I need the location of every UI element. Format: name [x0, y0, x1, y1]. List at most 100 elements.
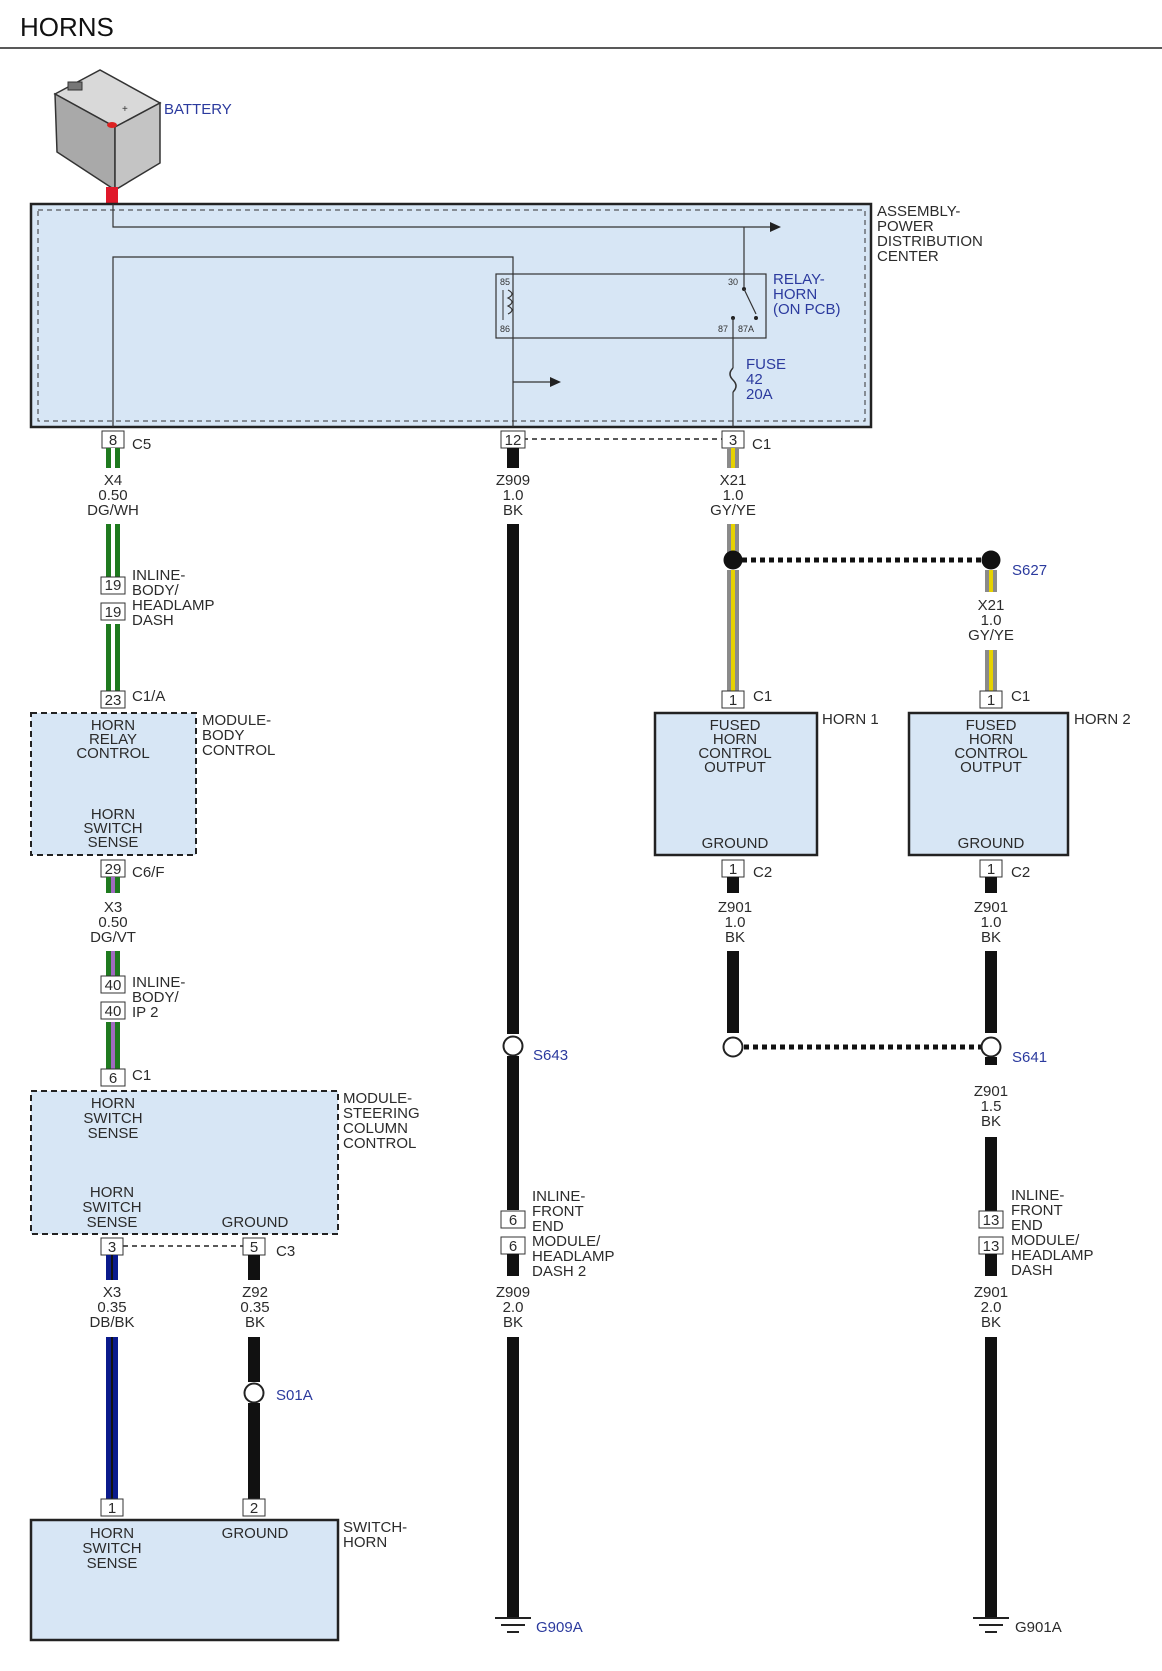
page-title: HORNS — [20, 12, 114, 42]
wire-z901-mid-label: Z901 1.5 BK — [974, 1083, 1008, 1130]
svg-text:0.35: 0.35 — [240, 1299, 269, 1316]
fuse-icon — [729, 367, 737, 393]
battery-label: BATTERY — [164, 101, 232, 118]
pin-inline-40a: 40 — [100, 975, 126, 994]
wire-z901-stub2 — [985, 1254, 997, 1276]
svg-text:DG/VT: DG/VT — [90, 929, 136, 946]
horn-2 — [907, 711, 1070, 857]
wire-z909-upper — [507, 448, 519, 468]
svg-text:2.0: 2.0 — [981, 1299, 1002, 1316]
svg-text:DB/BK: DB/BK — [89, 1314, 134, 1331]
svg-text:MODULE-: MODULE- — [343, 1090, 412, 1107]
horn-1 — [653, 711, 819, 857]
svg-text:END: END — [1011, 1217, 1043, 1234]
svg-text:CENTER: CENTER — [877, 248, 939, 265]
wire-x3-db-lower — [106, 1337, 118, 1499]
svg-text:BODY: BODY — [202, 727, 245, 744]
relay-pin-87: 87 — [718, 324, 728, 334]
svg-text:0.35: 0.35 — [97, 1299, 126, 1316]
wire-x3-upper — [106, 877, 120, 893]
wire-z901-h1-lower — [727, 951, 739, 1033]
svg-text:HEADLAMP: HEADLAMP — [1011, 1247, 1094, 1264]
pdc-box — [29, 202, 873, 429]
svg-text:12: 12 — [505, 432, 522, 449]
pin-inline-6b: 6 — [500, 1236, 526, 1255]
svg-text:HORN: HORN — [343, 1534, 387, 1551]
svg-text:SWITCH: SWITCH — [82, 1540, 141, 1557]
splice-s01a — [243, 1382, 265, 1404]
pin-sccm-3: 3 — [100, 1237, 124, 1256]
pin-inline-13a: 13 — [978, 1210, 1004, 1229]
sccm-horn-switch-sense-top: HORN SWITCH SENSE — [83, 1095, 142, 1142]
horn2-ground: GROUND — [958, 835, 1025, 852]
horn1-ground: GROUND — [702, 835, 769, 852]
svg-text:BK: BK — [503, 1314, 523, 1331]
wire-x4-label: X4 0.50 DG/WH — [87, 472, 139, 519]
connector-c6f: C6/F — [132, 864, 165, 881]
connector-horn2-c1: C1 — [1011, 688, 1030, 705]
splice-s643-label: S643 — [533, 1047, 568, 1064]
wire-z901-h2-lower — [985, 951, 997, 1033]
pin-c1-3: 3 — [721, 430, 745, 449]
inline-body-ip2-label: INLINE- BODY/ IP 2 — [132, 974, 185, 1021]
wire-z909-top-label: Z909 1.0 BK — [496, 472, 530, 519]
pin-switch-1: 1 — [100, 1498, 124, 1517]
wire-z901-h1-label: Z901 1.0 BK — [718, 899, 752, 946]
svg-text:Z901: Z901 — [718, 899, 752, 916]
svg-text:STEERING: STEERING — [343, 1105, 420, 1122]
wire-z909-lower — [507, 1056, 519, 1210]
wire-x21-b-lower — [985, 650, 997, 691]
wire-z901-bottom — [985, 1337, 997, 1618]
svg-text:POWER: POWER — [877, 218, 934, 235]
svg-text:20A: 20A — [746, 386, 773, 403]
svg-text:FRONT: FRONT — [532, 1203, 584, 1220]
svg-text:X3: X3 — [104, 899, 122, 916]
splice-s01a-label: S01A — [276, 1387, 313, 1404]
pin-c5-8: 8 — [101, 430, 125, 449]
svg-text:SWITCH-: SWITCH- — [343, 1519, 407, 1536]
svg-text:Z909: Z909 — [496, 472, 530, 489]
svg-text:29: 29 — [105, 861, 122, 878]
svg-text:Z901: Z901 — [974, 899, 1008, 916]
svg-text:2.0: 2.0 — [503, 1299, 524, 1316]
svg-text:1: 1 — [729, 692, 737, 709]
pin-inline-13b: 13 — [978, 1236, 1004, 1255]
switch-ground: GROUND — [222, 1525, 289, 1542]
svg-text:40: 40 — [105, 977, 122, 994]
svg-text:Z901: Z901 — [974, 1083, 1008, 1100]
inline-body-headlamp-label: INLINE- BODY/ HEADLAMP DASH — [132, 567, 215, 629]
svg-text:FUSE: FUSE — [746, 356, 786, 373]
bcm-horn-switch-sense: HORN SWITCH SENSE — [83, 806, 142, 851]
connector-horn1-c2: C2 — [753, 864, 772, 881]
svg-text:X21: X21 — [978, 597, 1005, 614]
svg-text:FRONT: FRONT — [1011, 1202, 1063, 1219]
splice-s627-label: S627 — [1012, 562, 1047, 579]
wire-x21-horn1 — [727, 570, 739, 691]
svg-text:BK: BK — [503, 502, 523, 519]
sccm-horn-switch-sense-bottom: HORN SWITCH SENSE — [82, 1184, 141, 1231]
sccm-ground: GROUND — [222, 1214, 289, 1231]
svg-text:ASSEMBLY-: ASSEMBLY- — [877, 203, 960, 220]
svg-text:1.0: 1.0 — [723, 487, 744, 504]
splice-s641-label: S641 — [1012, 1049, 1047, 1066]
splice-s641 — [980, 1036, 1002, 1058]
wire-x3-db-upper — [106, 1255, 118, 1280]
pin-inline-19b: 19 — [100, 602, 126, 621]
svg-text:1: 1 — [987, 861, 995, 878]
wire-z901-bottom-label: Z901 2.0 BK — [974, 1284, 1008, 1331]
svg-text:COLUMN: COLUMN — [343, 1120, 408, 1137]
fuse-label: FUSE 42 20A — [746, 356, 786, 403]
svg-text:HORN: HORN — [969, 731, 1013, 748]
pin-inline-40b: 40 — [100, 1001, 126, 1020]
relay-switch-icon — [731, 287, 758, 320]
horn1-fused-horn-control-output: FUSED HORN CONTROL OUTPUT — [698, 717, 771, 776]
sccm-label: MODULE- STEERING COLUMN CONTROL — [343, 1090, 420, 1152]
pdc-ground-loop — [112, 256, 514, 427]
svg-text:FUSED: FUSED — [710, 717, 761, 734]
svg-text:HEADLAMP: HEADLAMP — [532, 1248, 615, 1265]
connector-c1a: C1/A — [132, 688, 165, 705]
svg-text:INLINE-: INLINE- — [532, 1188, 585, 1205]
svg-text:CONTROL: CONTROL — [698, 745, 771, 762]
svg-text:42: 42 — [746, 371, 763, 388]
svg-text:MODULE/: MODULE/ — [1011, 1232, 1080, 1249]
